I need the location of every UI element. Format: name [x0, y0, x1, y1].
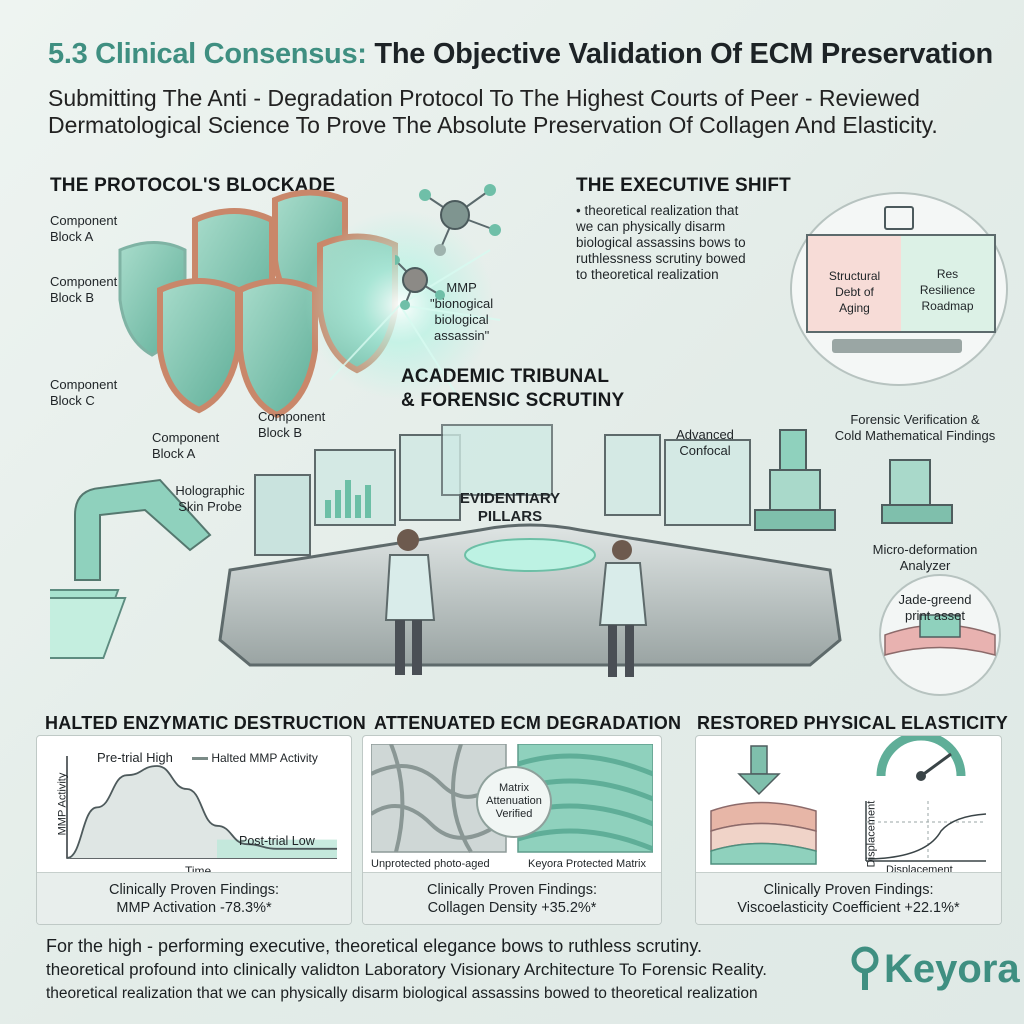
elasticity-y-label: Displacement — [865, 800, 878, 868]
pillars-screen-icon — [441, 424, 553, 496]
brand-logo: Keyora — [848, 946, 1020, 992]
blockade-heading: THE PROTOCOL'S BLOCKADE — [50, 175, 336, 196]
finding-mmp: Clinically Proven Findings: MMP Activati… — [37, 872, 351, 924]
panel-1-heading: HALTED ENZYMATIC DESTRUCTION — [45, 713, 366, 733]
monitor-icon — [604, 434, 661, 516]
executive-avatar-icon — [884, 206, 914, 230]
skin-probe-label: Holographic Skin Probe — [175, 483, 245, 514]
scientist-male-icon — [384, 529, 436, 675]
monitor-icon — [254, 474, 311, 556]
micro-analyzer-icon — [881, 459, 953, 524]
closing-line-2: theoretical profound into clinically val… — [46, 960, 767, 979]
print-asset-label: Jade-greend print asset — [898, 592, 972, 623]
label-block-a: Component Block A — [50, 213, 118, 244]
structural-debt-label: Structural Debt of Aging — [828, 269, 881, 315]
post-trial-label: Post-trial Low — [239, 834, 315, 848]
tribunal-heading: ACADEMIC TRIBUNAL & FORENSIC SCRUTINY — [401, 366, 625, 411]
panel-enzymatic: Pre-trial High Halted MMP Activity Post-… — [36, 735, 352, 925]
skin-layer-icon — [710, 801, 817, 865]
console-desk-icon — [218, 523, 842, 667]
micro-analyzer-label: Micro-deformation Analyzer — [872, 542, 978, 573]
page-title: 5.3 Clinical Consensus: The Objective Va… — [48, 38, 1008, 71]
protected-caption: Keyora Protected Matrix — [528, 858, 646, 870]
label-block-b-2: Component Block B — [258, 409, 326, 440]
mmp-area — [67, 766, 337, 858]
closing-statement: For the high - performing executive, the… — [46, 934, 846, 1006]
executive-heading: THE EXECUTIVE SHIFT — [576, 175, 791, 196]
evidentiary-pillars-label: EVIDENTIARY PILLARS — [459, 490, 561, 525]
page-subtitle: Submitting The Anti - Degradation Protoc… — [48, 85, 938, 138]
title-highlight: 5.3 Clinical Consensus: — [48, 38, 367, 70]
brand-key-icon — [851, 946, 879, 990]
elasticity-illustration — [710, 736, 987, 865]
panel-elasticity: Displacement Displacement Clinically Pro… — [695, 735, 1002, 925]
scientist-female-icon — [598, 540, 648, 677]
title-rest: The Objective Validation Of ECM Preserva… — [374, 38, 993, 70]
unprotected-caption: Unprotected photo-aged — [371, 858, 490, 870]
mmp-line — [66, 765, 337, 859]
monitor-icon — [664, 439, 751, 526]
closing-line-1: For the high - performing executive, the… — [46, 936, 702, 956]
panel-ecm: Matrix Attenuation Verified Unprotected … — [362, 735, 662, 925]
mmp-chart — [66, 756, 338, 859]
label-block-b: Component Block B — [50, 274, 118, 305]
executive-bullet: • theoretical realization that we can ph… — [576, 203, 746, 282]
forensic-verification-label: Forensic Verification & Cold Mathematica… — [834, 412, 996, 443]
papers-stack-icon — [50, 589, 127, 659]
legend-halted-mmp-label: Halted MMP Activity — [211, 751, 318, 765]
label-block-c: Component Block C — [50, 377, 118, 408]
mmp-molecule-icon — [395, 184, 501, 310]
gauge-icon — [876, 736, 966, 781]
shield-wall-illustration — [118, 189, 501, 419]
down-arrow-icon — [737, 745, 781, 796]
executive-keyboard — [832, 339, 962, 353]
label-mmp: MMP "bionogical biological assassin" — [430, 280, 494, 343]
resilience-roadmap-label: Res Resilience Roadmap — [919, 267, 976, 313]
skin-probe-icon — [74, 478, 212, 581]
panel-2-heading: ATTENUATED ECM DEGRADATION — [374, 713, 682, 733]
panel-3-heading: RESTORED PHYSICAL ELASTICITY — [697, 713, 1008, 733]
finding-collagen: Clinically Proven Findings: Collagen Den… — [363, 872, 661, 924]
y-axis-label: MMP Activity — [56, 772, 69, 836]
executive-screen-bubble: Structural Debt of Aging Res Resilience … — [790, 192, 1008, 386]
brand-name: Keyora — [884, 946, 1020, 991]
confocal-label: Advanced Confocal — [676, 427, 734, 458]
legend-halted-mmp: Halted MMP Activity — [192, 750, 318, 766]
finding-viscoelasticity: Clinically Proven Findings: Viscoelastic… — [696, 872, 1001, 924]
microscope-icon — [754, 429, 836, 531]
executive-monitor: Structural Debt of Aging Res Resilience … — [806, 234, 996, 333]
lab-console-illustration — [50, 424, 1001, 696]
label-block-a-2: Component Block A — [152, 430, 220, 461]
pre-trial-label: Pre-trial High — [97, 750, 173, 765]
hologram-base-icon — [464, 538, 596, 572]
displacement-plot — [865, 801, 987, 862]
closing-line-3: theoretical realization that we can phys… — [46, 985, 758, 1002]
matrix-verified-badge: Matrix Attenuation Verified — [476, 766, 552, 838]
